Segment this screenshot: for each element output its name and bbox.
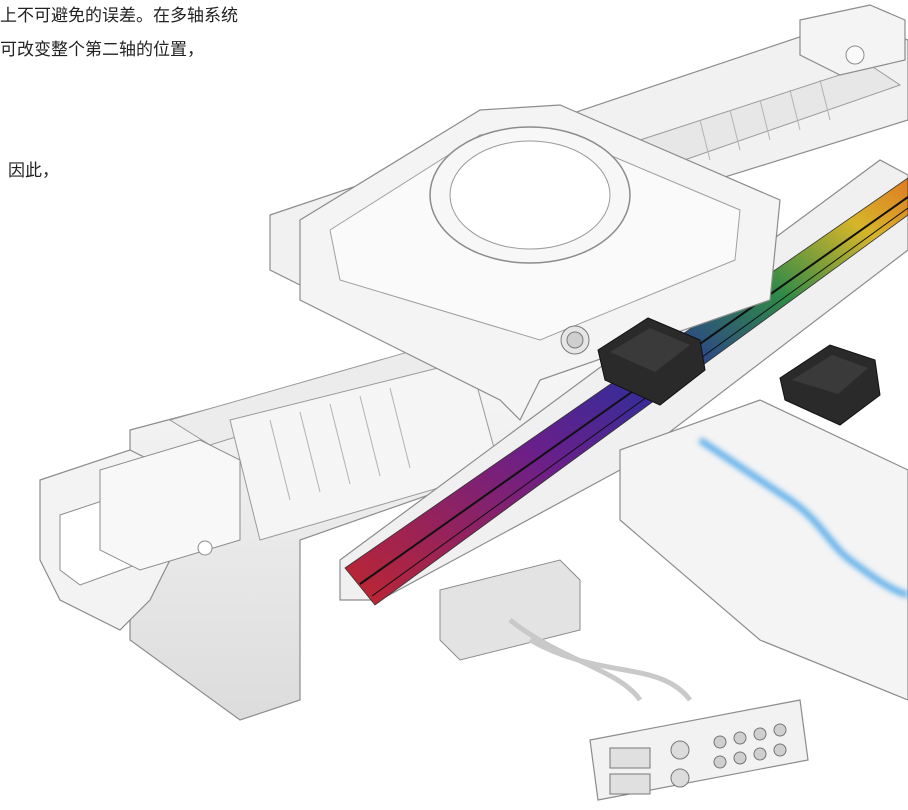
rotary-stage: [299, 104, 781, 422]
paragraph-line-2: 可改变整个第二轴的位置，: [0, 40, 204, 60]
error-trace: [698, 437, 908, 598]
connector-panel-icon: [439, 559, 809, 801]
carriage-handle: [39, 439, 241, 631]
encoder-readhead-icon: [597, 317, 881, 426]
paragraph-line-3: 因此，: [8, 161, 59, 181]
lower-bed: [619, 399, 908, 701]
paragraph-line-1: 上不可避免的误差。在多轴系统: [0, 6, 238, 26]
